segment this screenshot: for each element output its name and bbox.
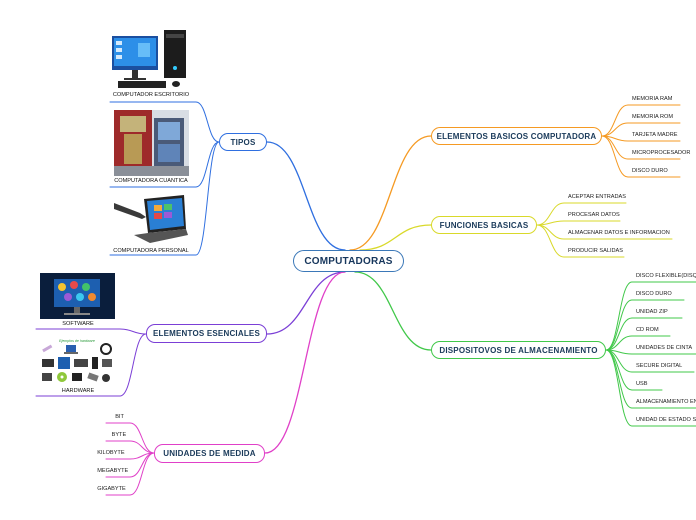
almacenamiento-item[interactable]: DISCO FLEXIBLE(DISQUETE) (636, 273, 696, 279)
funcion-basica-item[interactable]: PROCESAR DATOS (568, 212, 620, 218)
link-esenciales-1 (119, 333, 147, 397)
link-basico-1 (601, 122, 629, 137)
almacenamiento-item[interactable]: ALMACENAMIENTO EN LA NUBE (636, 399, 696, 405)
link-esenciales-0 (119, 328, 147, 335)
link-unidad-1 (129, 440, 155, 454)
link-almacenamiento-6 (605, 349, 633, 391)
desktop-computer-image (112, 30, 186, 88)
link-funcion-0 (536, 202, 565, 226)
elemento-basico-item[interactable]: MEMORIA RAM (632, 96, 673, 102)
link-tipos-1 (195, 141, 220, 188)
almacenamiento-item[interactable]: SECURE DIGITAL (636, 363, 683, 369)
almacenamiento-item[interactable]: UNIDADES DE CINTA (636, 345, 693, 351)
link-elementos-basicos (349, 135, 432, 251)
branch-node-unidades-de-medida[interactable]: UNIDADES DE MEDIDA (154, 444, 265, 463)
laptop-image (114, 195, 188, 243)
branch-node-elementos-esenciales[interactable]: ELEMENTOS ESENCIALES (146, 324, 267, 343)
caption-computadora-personal: COMPUTADORA PERSONAL (113, 248, 189, 254)
link-unidad-0 (129, 422, 155, 454)
link-unidades-de-medida (264, 271, 346, 454)
unidad-medida-item[interactable]: KILOBYTE (97, 450, 125, 456)
almacenamiento-item[interactable]: CD ROM (636, 327, 659, 333)
branch-node-elementos-basicos[interactable]: ELEMENTOS BASICOS COMPUTADORA (431, 127, 602, 145)
almacenamiento-item[interactable]: UNIDAD DE ESTADO SOLIDO (636, 417, 696, 423)
link-elementos-esenciales (266, 271, 346, 335)
link-basico-0 (601, 104, 629, 137)
software-image (40, 273, 115, 319)
almacenamiento-item[interactable]: DISCO DURO (636, 291, 672, 297)
caption-computadora-cuantica: COMPUTADORA CUANTICA (114, 178, 188, 184)
hardware-image: Ejemplos de hardware (42, 339, 112, 382)
link-tipos-0 (195, 101, 220, 143)
link-almacenamiento-2 (605, 317, 633, 351)
link-almacenamiento-1 (605, 299, 633, 351)
almacenamiento-item[interactable]: UNIDAD ZIP (636, 309, 668, 315)
funcion-basica-item[interactable]: ACEPTAR ENTRADAS (568, 194, 627, 200)
link-almacenamiento-8 (605, 349, 633, 427)
branch-node-tipos[interactable]: TIPOS (219, 133, 267, 151)
central-node[interactable]: COMPUTADORAS (293, 250, 404, 272)
funcion-basica-item[interactable]: PRODUCIR SALIDAS (568, 248, 624, 254)
link-almacenamiento-7 (605, 349, 633, 409)
link-almacenamiento-0 (605, 281, 633, 351)
funcion-basica-item[interactable]: ALMACENAR DATOS E INFORMACION (568, 230, 670, 236)
elemento-basico-item[interactable]: MICROPROCESADOR (632, 150, 691, 156)
unidad-medida-item[interactable]: BIT (115, 414, 124, 420)
elemento-basico-item[interactable]: MEMORIA ROM (632, 114, 674, 120)
caption-hardware: HARDWARE (61, 388, 95, 394)
almacenamiento-item[interactable]: USB (636, 381, 648, 387)
link-funcion-1 (536, 220, 565, 226)
elemento-basico-item[interactable]: TARJETA MADRE (632, 132, 678, 138)
caption-software: SOFTWARE (62, 321, 94, 327)
link-unidad-4 (129, 452, 155, 496)
link-tipos (266, 141, 346, 251)
quantum-computer-image (114, 110, 189, 176)
unidad-medida-item[interactable]: GIGABYTE (97, 486, 126, 492)
branch-node-almacenamiento[interactable]: DISPOSITOVOS DE ALMACENAMIENTO (431, 341, 606, 359)
link-basico-4 (601, 135, 629, 178)
hardware-image-title: Ejemplos de hardware (59, 339, 95, 343)
link-tipos-2 (195, 141, 220, 256)
branch-node-funciones-basicas[interactable]: FUNCIONES BASICAS (431, 216, 537, 234)
link-funcion-3 (536, 224, 565, 258)
link-almacenamiento (354, 271, 432, 351)
unidad-medida-item[interactable]: MEGABYTE (97, 468, 129, 474)
link-funcion-2 (536, 224, 565, 240)
unidad-medida-item[interactable]: BYTE (111, 432, 127, 438)
elemento-basico-item[interactable]: DISCO DURO (632, 168, 668, 174)
caption-computador-escritorio: COMPUTADOR ESCRITORIO (112, 92, 190, 98)
link-funciones-basicas (359, 224, 432, 251)
